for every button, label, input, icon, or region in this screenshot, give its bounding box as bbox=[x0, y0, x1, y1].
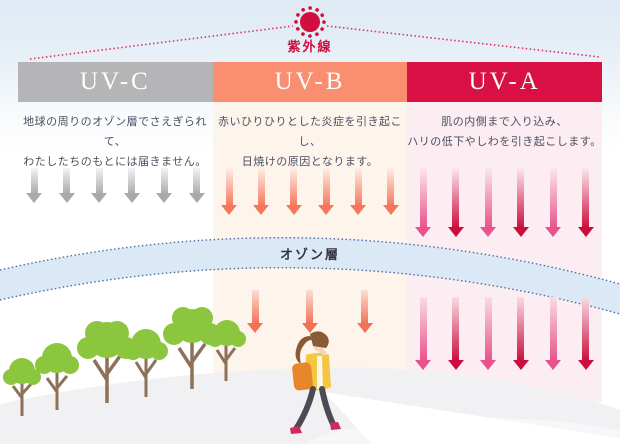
sun-ray-right bbox=[326, 25, 601, 58]
uvc-band-bar: UV-C bbox=[18, 62, 213, 102]
uv-arrow bbox=[26, 168, 43, 203]
uv-arrow bbox=[415, 168, 432, 237]
uv-arrow bbox=[247, 290, 264, 333]
uvb-description-line2: 日焼けの原因となります。 bbox=[241, 156, 379, 168]
tree-icon bbox=[3, 358, 41, 416]
uv-arrow bbox=[253, 168, 270, 215]
uvb-description-line1: 赤いひりひりとした炎症を引き起こし、 bbox=[218, 116, 402, 148]
uva-description: 肌の内側まで入り込み、 ハリの低下やしわを引き起こします。 bbox=[405, 112, 604, 152]
uva-band-label: UV-A bbox=[468, 68, 541, 95]
uv-arrow bbox=[577, 168, 594, 237]
uvb-band-bar: UV-B bbox=[212, 62, 408, 102]
uva-band-bar: UV-A bbox=[407, 62, 603, 102]
uv-arrow bbox=[123, 168, 140, 203]
uvc-description-line1: 地球の周りのオゾン層でさえぎられて、 bbox=[23, 116, 207, 148]
uv-arrow bbox=[545, 168, 562, 237]
tree-icon bbox=[124, 329, 168, 397]
uv-arrow bbox=[415, 297, 432, 370]
uvb-arrows-above-ozone bbox=[213, 168, 407, 215]
sun-and-rays bbox=[29, 6, 601, 60]
uv-arrow bbox=[512, 297, 529, 370]
ozone-label: オゾン層 bbox=[279, 247, 340, 262]
uv-arrow bbox=[221, 168, 238, 215]
tree-icon bbox=[35, 343, 79, 410]
tree-icon bbox=[207, 320, 246, 381]
uv-arrow bbox=[301, 290, 318, 333]
uv-arrow bbox=[318, 168, 335, 215]
uva-arrows-above-ozone bbox=[407, 168, 602, 237]
uv-arrow bbox=[188, 168, 205, 203]
uva-description-line2: ハリの低下やしわを引き起こします。 bbox=[407, 136, 602, 148]
uvc-band-label: UV-C bbox=[79, 68, 151, 95]
uvc-arrows bbox=[18, 168, 213, 203]
uvc-description: 地球の周りのオゾン層でさえぎられて、 わたしたちのもとには届きません。 bbox=[16, 112, 214, 172]
sun-label: 紫外線 bbox=[287, 39, 333, 54]
sun-icon bbox=[300, 12, 320, 32]
uva-description-line1: 肌の内側まで入り込み、 bbox=[441, 116, 568, 128]
uvb-arrows-below-ozone bbox=[228, 290, 392, 333]
uv-arrow bbox=[480, 168, 497, 237]
uv-arrow bbox=[512, 168, 529, 237]
uv-arrow bbox=[91, 168, 108, 203]
uvb-description: 赤いひりひりとした炎症を引き起こし、 日焼けの原因となります。 bbox=[213, 112, 407, 172]
uv-arrow bbox=[447, 168, 464, 237]
trees bbox=[3, 307, 246, 416]
sun-rays-ring bbox=[294, 6, 326, 38]
sun-ray-left bbox=[29, 25, 294, 60]
walking-path bbox=[324, 392, 620, 444]
uv-arrow bbox=[447, 297, 464, 370]
uv-arrow bbox=[156, 168, 173, 203]
uv-arrow bbox=[577, 297, 594, 370]
uvb-band-label: UV-B bbox=[274, 68, 346, 95]
uva-arrows-below-ozone bbox=[407, 297, 602, 370]
uv-arrow bbox=[58, 168, 75, 203]
uv-arrow bbox=[356, 290, 373, 333]
uv-arrow bbox=[285, 168, 302, 215]
tree-icon bbox=[77, 321, 137, 403]
uv-arrow bbox=[382, 168, 399, 215]
uv-arrow bbox=[480, 297, 497, 370]
uvc-description-line2: わたしたちのもとには届きません。 bbox=[23, 156, 207, 168]
woman-icon bbox=[290, 331, 341, 434]
uv-arrow bbox=[545, 297, 562, 370]
uv-band-bars: UV-C UV-B UV-A bbox=[18, 62, 603, 102]
uv-arrow bbox=[350, 168, 367, 215]
